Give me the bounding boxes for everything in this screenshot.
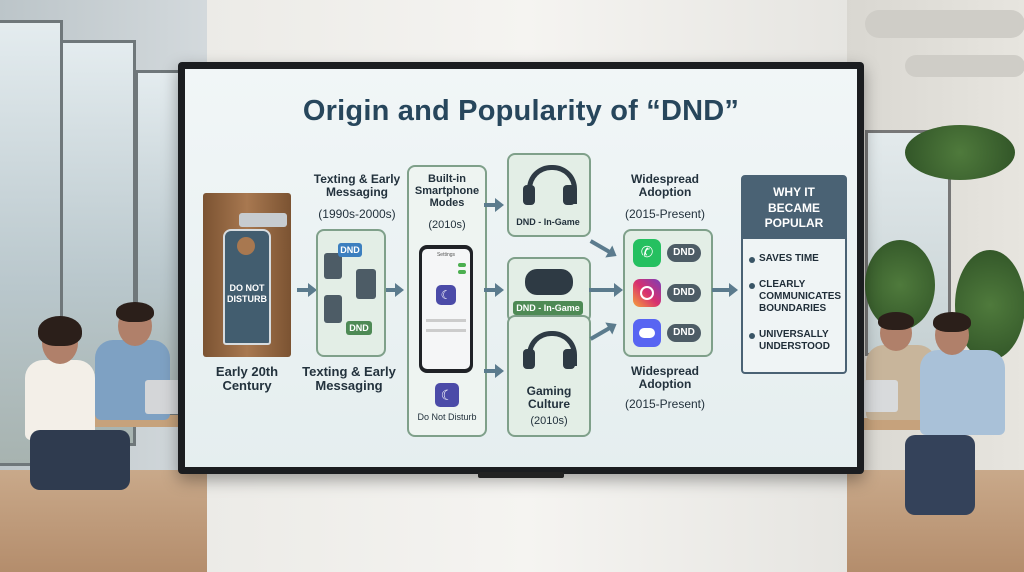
headset-cup bbox=[563, 185, 575, 205]
moon-icon: ☾ bbox=[436, 285, 456, 305]
instagram-icon bbox=[633, 279, 661, 307]
arrow-right bbox=[712, 288, 732, 292]
headset-cup bbox=[523, 185, 535, 205]
hanger-text: DO NOT DISTURB bbox=[225, 283, 269, 305]
moon-icon: ☾ bbox=[435, 383, 459, 407]
person-hair bbox=[933, 312, 971, 332]
why-item: UNIVERSALLY UNDERSTOOD bbox=[759, 329, 843, 353]
smartphone-years: (2010s) bbox=[409, 219, 485, 231]
why-popular-panel: WHY IT BECAME POPULAR SAVES TIME CLEARLY… bbox=[741, 175, 847, 374]
person bbox=[25, 360, 95, 440]
ceiling-duct bbox=[865, 10, 1024, 38]
slide-title: Origin and Popularity of “DND” bbox=[185, 95, 857, 128]
texting-bottom-label: Texting & Early Messaging bbox=[301, 365, 397, 394]
discord-face bbox=[639, 328, 655, 338]
widespread-top-years: (2015-Present) bbox=[609, 207, 721, 221]
dnd-chip: DND bbox=[667, 284, 701, 302]
hanging-plant bbox=[905, 125, 1015, 180]
person bbox=[920, 350, 1005, 435]
person-legs bbox=[30, 430, 130, 490]
gaming-culture-label: Gaming Culture bbox=[509, 385, 589, 411]
hanger-hole bbox=[237, 237, 255, 255]
texting-years: (1990s-2000s) bbox=[301, 207, 413, 221]
wooden-door: DO NOT DISTURB bbox=[203, 193, 291, 357]
bullet-dot bbox=[749, 257, 755, 263]
texting-top-label: Texting & Early Messaging bbox=[301, 173, 413, 199]
toggle-icon bbox=[458, 263, 466, 267]
arrow-right bbox=[386, 288, 398, 292]
instagram-lens bbox=[640, 286, 654, 300]
phone-screen: Settings ☾ bbox=[422, 249, 470, 369]
ceiling-duct bbox=[905, 55, 1024, 77]
person-hair bbox=[116, 302, 154, 322]
why-item: SAVES TIME bbox=[759, 253, 843, 265]
early-20th-label: Early 20th Century bbox=[199, 365, 295, 394]
door-hanger: DO NOT DISTURB bbox=[223, 229, 271, 345]
settings-row bbox=[426, 319, 466, 322]
gaming-years: (2010s) bbox=[509, 415, 589, 427]
dnd-bubble: DND bbox=[338, 243, 362, 257]
toggle-icon bbox=[458, 270, 466, 274]
in-game-tag: DND - In-Game bbox=[513, 215, 583, 229]
settings-row bbox=[426, 329, 466, 332]
texting-panel: DND DND bbox=[316, 229, 386, 357]
why-popular-heading: WHY IT BECAME POPULAR bbox=[743, 177, 845, 239]
apps-panel: ✆ DND DND DND bbox=[623, 229, 713, 357]
tv-stand-bar bbox=[478, 472, 564, 478]
dnd-caption: Do Not Disturb bbox=[409, 413, 485, 423]
arrow-right bbox=[484, 288, 498, 292]
arrow-right bbox=[297, 288, 311, 292]
headset-cup bbox=[523, 349, 535, 369]
phone-icon bbox=[356, 269, 376, 299]
bullet-dot bbox=[749, 283, 755, 289]
gaming-controller-box: DND - In-Game bbox=[507, 257, 591, 323]
arrow-right bbox=[590, 239, 613, 254]
door-handle bbox=[239, 213, 287, 227]
whatsapp-icon: ✆ bbox=[633, 239, 661, 267]
gaming-headset-box: DND - In-Game bbox=[507, 153, 591, 237]
person-legs bbox=[905, 435, 975, 515]
settings-title: Settings bbox=[422, 252, 470, 258]
headset-cup bbox=[563, 349, 575, 369]
smartphone-icon: Settings ☾ bbox=[419, 245, 473, 373]
why-item: CLEARLY COMMUNICATES BOUNDARIES bbox=[759, 279, 843, 315]
person-hair bbox=[878, 312, 914, 330]
arrow-right bbox=[484, 203, 498, 207]
dnd-chip: DND bbox=[667, 324, 701, 342]
person-hair bbox=[38, 316, 82, 346]
gaming-culture-box: Gaming Culture (2010s) bbox=[507, 315, 591, 437]
widespread-top-label: Widespread Adoption bbox=[609, 173, 721, 199]
discord-icon bbox=[633, 319, 661, 347]
smartphone-label: Built-in Smartphone Modes bbox=[409, 173, 485, 209]
arrow-right bbox=[589, 288, 617, 292]
controller-icon bbox=[525, 269, 573, 295]
widespread-bottom-label: Widespread Adoption bbox=[609, 365, 721, 391]
dnd-chip: DND bbox=[667, 244, 701, 262]
smartphone-panel: Built-in Smartphone Modes (2010s) Settin… bbox=[407, 165, 487, 437]
bullet-dot bbox=[749, 333, 755, 339]
arrow-right bbox=[484, 369, 498, 373]
dnd-bubble: DND bbox=[346, 321, 372, 335]
widespread-bottom-years: (2015-Present) bbox=[609, 397, 721, 411]
arrow-right bbox=[590, 325, 613, 340]
phone-icon bbox=[324, 295, 342, 323]
laptop bbox=[864, 380, 898, 412]
in-game-tag: DND - In-Game bbox=[513, 301, 583, 315]
tv-screen: Origin and Popularity of “DND” DO NOT DI… bbox=[185, 69, 857, 467]
laptop bbox=[145, 380, 181, 414]
